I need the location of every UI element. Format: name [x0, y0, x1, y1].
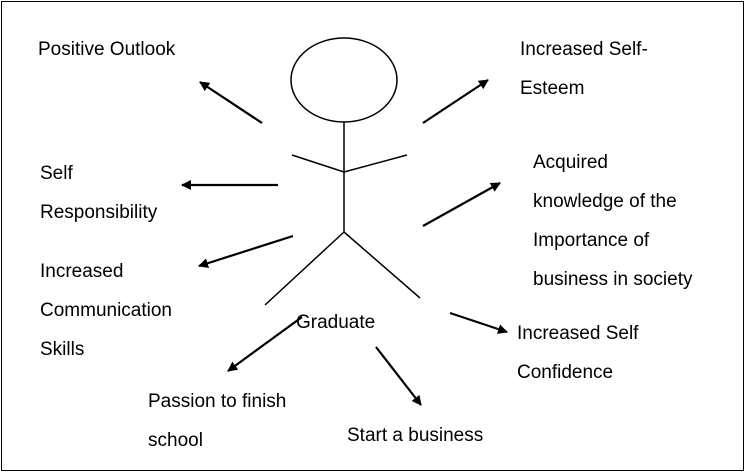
outcome-positive-outlook: Positive Outlook [38, 30, 175, 69]
outcome-line: Responsibility [40, 202, 158, 223]
outcome-line: Start a business [347, 425, 484, 446]
arrow-positive-outlook [199, 81, 263, 124]
outcome-passion-to-finish-school: Passion to finish school [148, 382, 286, 460]
outcome-line: Importance of [533, 230, 650, 251]
outcome-arrows [181, 79, 508, 406]
arrow-increased-communication-skills [198, 234, 294, 269]
outcome-line: Positive Outlook [38, 39, 176, 60]
arrow-increased-self-esteem [422, 79, 489, 124]
outcome-line: Communication [40, 300, 172, 321]
outcome-self-responsibility: Self Responsibility [40, 154, 157, 232]
arrow-acquired-knowledge [422, 182, 501, 227]
outcome-start-a-business: Start a business [347, 416, 483, 455]
outcome-line: Passion to finish [148, 391, 287, 412]
figure-right-leg [343, 231, 421, 299]
outcome-line: school [148, 430, 203, 451]
outcome-line: Skills [40, 339, 85, 360]
outcome-increased-self-esteem: Increased Self- Esteem [520, 30, 648, 108]
outcome-increased-self-confidence: Increased Self Confidence [517, 314, 638, 392]
outcome-line: business in society [533, 269, 693, 290]
outcome-line: Esteem [520, 78, 585, 99]
arrow-increased-self-confidence [449, 311, 508, 334]
center-label-graduate: Graduate [296, 312, 376, 333]
outcome-line: Self [40, 163, 73, 184]
stick-figure [264, 37, 421, 306]
outcome-line: Acquired [533, 152, 608, 173]
outcome-line: Increased Self [517, 323, 639, 344]
arrow-passion-to-finish-school [227, 316, 303, 372]
arrow-start-a-business [375, 346, 422, 406]
outcome-line: Confidence [517, 362, 614, 383]
outcome-line: knowledge of the [533, 191, 677, 212]
figure-right-shoulder [343, 154, 408, 173]
outcome-increased-communication-skills: Increased Communication Skills [40, 252, 172, 369]
outcome-line: Increased [40, 261, 124, 282]
outcome-line: Increased Self- [520, 39, 648, 60]
figure-head [290, 37, 398, 123]
figure-left-leg [264, 231, 345, 306]
figure-left-shoulder [291, 154, 345, 173]
outcome-acquired-knowledge: Acquired knowledge of the Importance of … [533, 143, 692, 299]
